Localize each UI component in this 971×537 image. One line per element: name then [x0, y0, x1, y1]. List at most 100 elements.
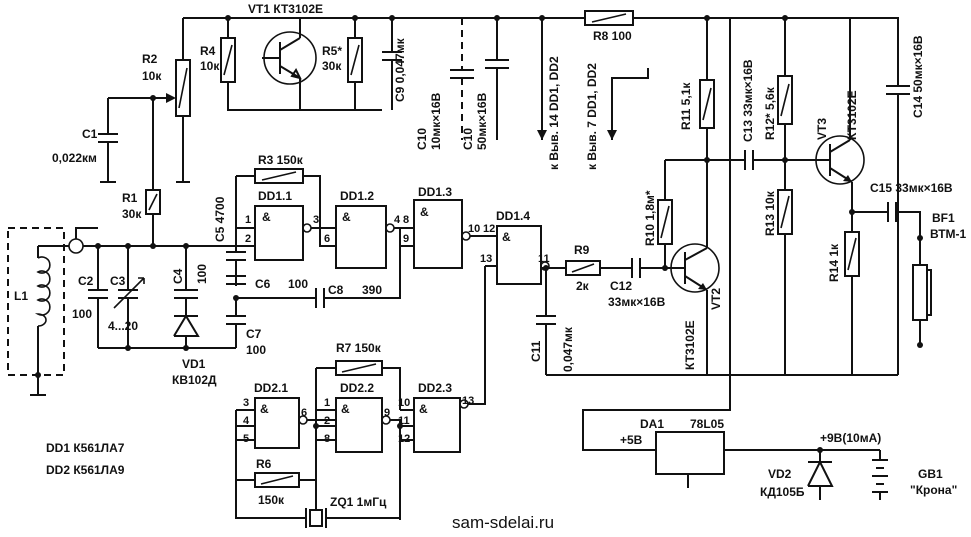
capacitor-c14: C14 50мк×16В: [855, 17, 925, 375]
r7-label: R7 150к: [336, 341, 382, 355]
c8-label: C8: [328, 283, 344, 297]
pin14-label: к Выв. 14 DD1, DD2: [547, 56, 561, 170]
svg-text:10: 10: [398, 397, 410, 409]
svg-text:6: 6: [324, 233, 330, 245]
resistor-r10: R10 1,8м*: [643, 159, 707, 271]
capacitor-c5: C5 4700: [213, 196, 246, 286]
svg-text:13: 13: [480, 253, 492, 265]
svg-text:10: 10: [468, 223, 480, 235]
c4-value: 100: [195, 264, 209, 284]
svg-text:3: 3: [243, 397, 249, 409]
c12-value: 33мк×16В: [608, 295, 666, 309]
c3-label: C3: [110, 274, 126, 288]
c2-value: 100: [72, 307, 92, 321]
gate-dd2-3: & DD2.3 10 11 12 13: [397, 381, 486, 453]
resistor-r8: R8 100: [584, 10, 634, 43]
capacitor-c11: C11 0,047мк: [529, 265, 575, 375]
watermark: sam-sdelai.ru: [452, 513, 554, 532]
battery-gb1: +9В(10мА) GB1 "Крона": [820, 431, 957, 500]
gate-dd1-2: & DD1.2 6 4: [319, 189, 414, 269]
vt2-value: КТ3102Е: [683, 320, 697, 370]
c3-value: 4...20: [108, 319, 138, 333]
trimmer-c3: C3 4...20: [108, 246, 145, 348]
c14-label: C14 50мк×16В: [911, 35, 925, 118]
earpiece-bf1: BF1 ВТМ-1: [912, 211, 967, 348]
transistor-vt2: VT2 КТ3102Е: [665, 160, 723, 375]
vd1-label: VD1: [182, 357, 206, 371]
resistor-r3: R3 150к: [235, 153, 321, 246]
crystal-zq1: ZQ1 1мГц: [235, 480, 400, 528]
supply-label: +9В(10мА): [820, 431, 881, 445]
c7-value: 100: [246, 343, 266, 357]
r5-value: 30к: [322, 59, 342, 73]
svg-text:1: 1: [245, 214, 251, 226]
ic-legend: DD1 К561ЛА7 DD2 К561ЛА9: [46, 441, 125, 477]
coil-l1: L1: [7, 227, 69, 396]
diode-vd1: VD1 КВ102Д: [172, 246, 217, 387]
resistor-r6: R6 150к: [236, 457, 316, 507]
c8-value: 390: [362, 283, 382, 297]
resistor-r12: R12* 5,6к: [763, 18, 793, 190]
svg-text:9: 9: [403, 233, 409, 245]
c10-label: C10: [415, 128, 429, 150]
r1-value: 30к: [122, 207, 142, 221]
ic-power-pins: к Выв. 14 DD1, DD2 к Выв. 7 DD1, DD2: [537, 18, 649, 170]
gate-dd1-1: & DD1.1 1 2 3: [236, 189, 336, 261]
dd2-3-label: DD2.3: [418, 381, 452, 395]
capacitor-c6: C6 100: [226, 275, 308, 291]
r8-label: R8 100: [593, 29, 632, 43]
legend-dd1: DD1 К561ЛА7: [46, 441, 125, 455]
r3-label: R3 150к: [258, 153, 304, 167]
vd1-value: КВ102Д: [172, 373, 217, 387]
dd1-1-label: DD1.1: [258, 189, 292, 203]
regulator-da1: DA1 78L05 +5В: [582, 18, 880, 488]
svg-text:13: 13: [462, 395, 474, 407]
svg-text:&: &: [341, 402, 350, 416]
r9-value: 2к: [576, 279, 590, 293]
c15-label: C15 33мк×16В: [870, 181, 953, 195]
svg-text:2: 2: [245, 233, 251, 245]
dd1-4-label: DD1.4: [496, 209, 530, 223]
vt3-label: VT3: [815, 118, 829, 140]
transistor-vt3: VT3 КТ3102Е: [785, 18, 865, 215]
c10-value: 10мк×16В: [429, 92, 443, 150]
vt3-value: КТ3102Е: [845, 90, 859, 140]
svg-text:2: 2: [324, 415, 330, 427]
potentiometer-r2: R2 10к: [142, 52, 191, 183]
diode-vd2: VD2 КД105Б: [760, 447, 834, 500]
gb1-value: "Крона": [910, 483, 957, 497]
r6-value: 150к: [258, 493, 285, 507]
svg-text:8: 8: [403, 214, 409, 226]
c11-value: 0,047мк: [561, 326, 575, 372]
r11-label: R11 5,1к: [679, 82, 693, 130]
svg-text:&: &: [342, 210, 351, 224]
svg-text:&: &: [420, 205, 429, 219]
c6-value: 100: [288, 277, 308, 291]
c12-label: C12: [610, 279, 632, 293]
capacitor-c15: C15 33мк×16В: [852, 181, 953, 225]
capacitor-c10-left: C10 10мк×16В: [415, 18, 474, 150]
capacitor-c7: C7 100: [226, 298, 266, 357]
r4-value: 10к: [200, 59, 220, 73]
input-node: [68, 227, 236, 254]
capacitor-c9: C9 0,047мк: [382, 18, 407, 110]
r5-label: R5*: [322, 44, 342, 58]
resistor-r14: R14 1к: [827, 212, 860, 375]
zq1-label: ZQ1 1мГц: [330, 495, 387, 509]
svg-text:4: 4: [243, 415, 250, 427]
svg-text:9: 9: [384, 407, 390, 419]
da1-output: +5В: [620, 433, 643, 447]
legend-dd2: DD2 К561ЛА9: [46, 463, 125, 477]
gate-dd2-2: & DD2.2 1 2 8 9: [313, 368, 401, 520]
svg-text:6: 6: [301, 407, 307, 419]
bf1-label: BF1: [932, 211, 955, 225]
svg-text:1: 1: [324, 397, 330, 409]
resistor-r4: R4 10к: [200, 18, 382, 111]
capacitor-c10-right: C10 50мк×16В: [461, 18, 509, 150]
resistor-r11: R11 5,1к: [679, 18, 745, 163]
bf1-value: ВТМ-1: [930, 227, 967, 241]
c6-label: C6: [255, 277, 271, 291]
c10b-value: 50мк×16В: [475, 92, 489, 150]
capacitor-c13: C13 33мк×16В: [741, 59, 785, 170]
vd2-value: КД105Б: [760, 485, 805, 499]
